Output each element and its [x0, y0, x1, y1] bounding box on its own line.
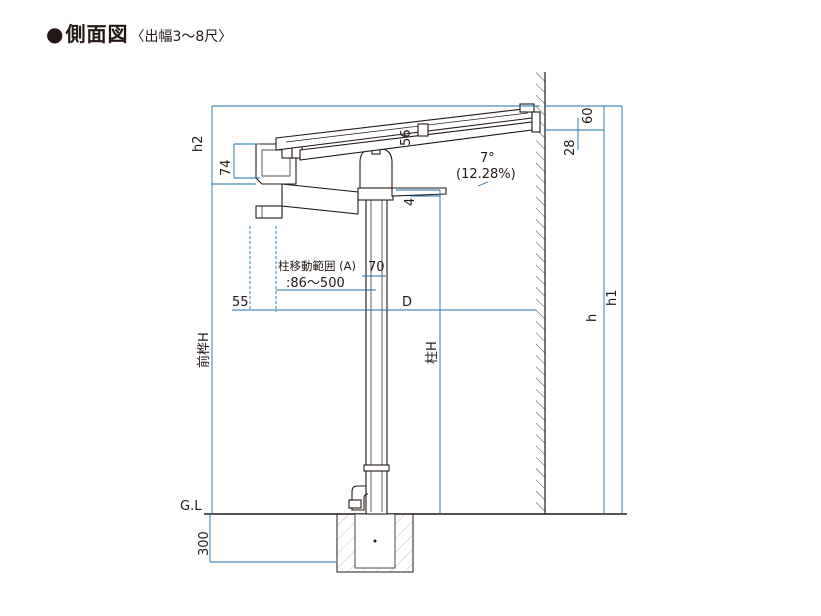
wall: [536, 72, 546, 514]
page-title: ● 側面図 〈出幅3～8尺〉: [46, 18, 232, 48]
post: [348, 195, 390, 515]
dimension-lines: [209, 105, 623, 563]
label-h: h: [585, 314, 600, 322]
label-4: 4: [403, 198, 418, 206]
label-range-title: 柱移動範囲 (A): [278, 259, 356, 273]
label-74: 74: [219, 159, 234, 176]
label-h1: h1: [605, 289, 620, 306]
label-front-post-h: 前桦H: [196, 332, 212, 368]
label-70: 70: [368, 260, 385, 275]
label-60: 60: [581, 107, 596, 124]
label-post-h: 柱H: [425, 341, 440, 364]
title-main: 側面図: [65, 22, 129, 46]
title-sub: 〈出幅3～8尺〉: [130, 29, 233, 45]
label-55: 55: [232, 295, 249, 310]
label-range-value: :86～500: [286, 276, 345, 291]
label-h2: h2: [191, 135, 206, 152]
label-gl: G.L: [180, 499, 202, 514]
label-D: D: [402, 295, 412, 310]
support-arm: [255, 183, 447, 219]
post-head: [357, 145, 394, 201]
label-angle-pct: (12.28%): [456, 167, 516, 182]
foundation: [336, 513, 414, 573]
label-angle: 7°: [480, 151, 495, 166]
roof-beam: [275, 103, 541, 161]
label-28: 28: [563, 139, 578, 156]
label-300: 300: [197, 531, 212, 556]
title-bullet: ●: [46, 22, 64, 46]
label-56: 56: [399, 129, 414, 146]
